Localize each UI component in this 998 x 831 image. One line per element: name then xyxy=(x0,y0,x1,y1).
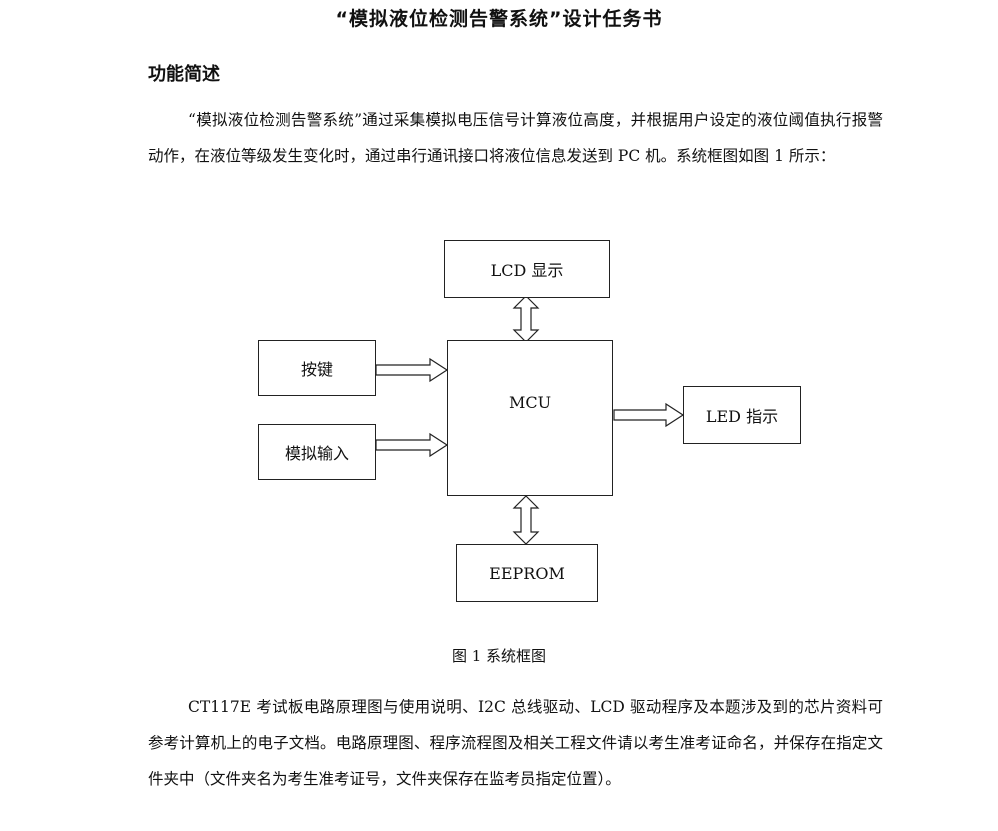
paragraph-reference-materials: CT117E 考试板电路原理图与使用说明、I2C 总线驱动、LCD 驱动程序及本… xyxy=(148,689,883,797)
eeprom-mcu-double-arrow xyxy=(512,495,540,545)
led-indicator-block: LED 指示 xyxy=(683,386,801,444)
lcd-mcu-double-arrow xyxy=(512,295,540,343)
lcd-display-label: LCD 显示 xyxy=(490,261,564,280)
keys-block: 按键 xyxy=(258,340,376,396)
document-title: “模拟液位检测告警系统”设计任务书 xyxy=(335,8,663,30)
analog-input-block: 模拟输入 xyxy=(258,424,376,480)
analog-input-label: 模拟输入 xyxy=(284,444,349,463)
eeprom-block: EEPROM xyxy=(456,544,598,602)
paragraph-function-description: “模拟液位检测告警系统”通过采集模拟电压信号计算液位高度，并根据用户设定的液位阈… xyxy=(148,102,883,174)
paragraph-2-text: CT117E 考试板电路原理图与使用说明、I2C 总线驱动、LCD 驱动程序及本… xyxy=(148,698,883,788)
lcd-display-block: LCD 显示 xyxy=(444,240,610,298)
mcu-led-arrow xyxy=(613,402,685,428)
figure-caption: 图 1 系统框图 xyxy=(451,647,547,665)
paragraph-1-text: “模拟液位检测告警系统”通过采集模拟电压信号计算液位高度，并根据用户设定的液位阈… xyxy=(148,111,883,165)
led-indicator-label: LED 指示 xyxy=(705,407,779,426)
mcu-block: MCU xyxy=(447,340,613,496)
keys-label: 按键 xyxy=(300,360,333,379)
eeprom-label: EEPROM xyxy=(489,563,565,583)
keys-mcu-arrow xyxy=(375,357,449,383)
section-heading: 功能简述 xyxy=(148,64,220,85)
mcu-label: MCU xyxy=(508,393,552,412)
analog-mcu-arrow xyxy=(375,432,449,458)
